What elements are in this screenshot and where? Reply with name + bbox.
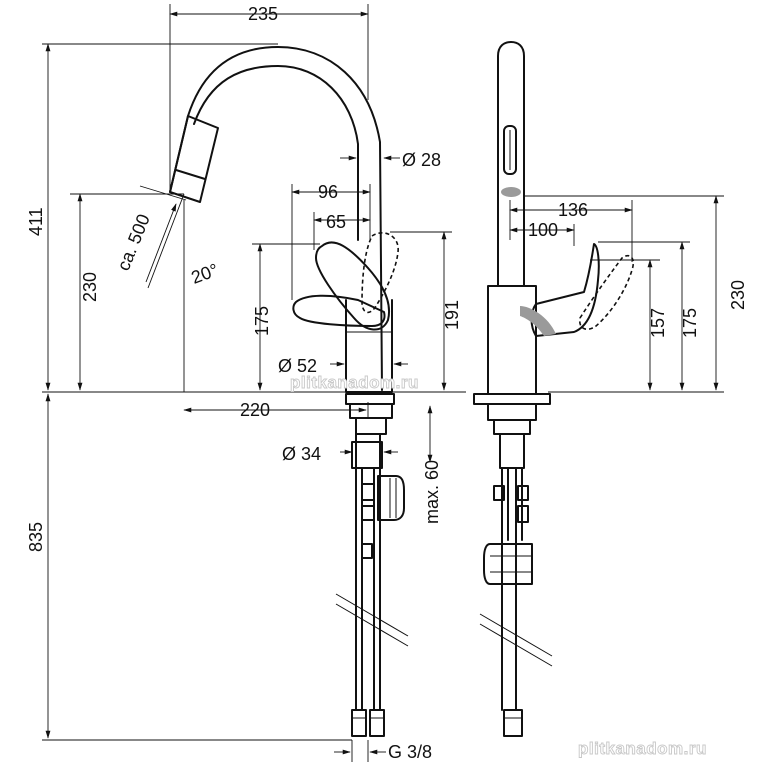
lever-closed <box>315 241 390 331</box>
hose-weight <box>377 475 405 521</box>
side-dimensions <box>509 195 724 393</box>
front-dimensions <box>42 4 466 762</box>
dim-411-label: 411 <box>26 207 46 236</box>
front-view <box>169 46 409 737</box>
lever-base <box>292 294 386 327</box>
side-lever-closed <box>530 243 600 337</box>
side-lever-open-dashed <box>578 254 635 331</box>
side-spout <box>497 41 525 287</box>
dim-175-right-label: 175 <box>680 308 700 338</box>
watermark-center: plitkanadom.ru <box>290 373 419 392</box>
ca500-label: ca. 500 <box>113 211 154 273</box>
dim-191-label: 191 <box>442 300 462 330</box>
dim-52-label: Ø 52 <box>278 356 317 376</box>
dim-136-label: 136 <box>558 200 588 220</box>
dim-175-left-label: 175 <box>252 306 272 336</box>
side-view <box>473 41 635 737</box>
dim-235-label: 235 <box>248 4 278 24</box>
watermark-bottom: plitkanadom.ru <box>578 739 707 758</box>
side-body <box>487 285 537 395</box>
dim-34-label: Ø 34 <box>282 444 321 464</box>
base-plate <box>345 393 395 405</box>
dim-100-label: 100 <box>528 220 558 240</box>
dim-230-left-label: 230 <box>80 272 100 302</box>
dim-220-label: 220 <box>240 400 270 420</box>
dim-96-label: 96 <box>318 182 338 202</box>
spout-arc <box>169 46 383 391</box>
dim-835-label: 835 <box>26 522 46 552</box>
side-hose-weight <box>483 543 533 585</box>
spray-head <box>169 115 219 203</box>
max60-label: max. 60 <box>422 460 442 524</box>
dim-65-label: 65 <box>326 212 346 232</box>
dim-157-label: 157 <box>648 308 668 338</box>
spray-nozzle <box>501 187 521 197</box>
angle-20-label: 20° <box>189 260 221 288</box>
g38-label: G 3/8 <box>388 742 432 762</box>
dim-28-label: Ø 28 <box>402 150 441 170</box>
mounting-shank <box>355 433 381 469</box>
dim-230-right-label: 230 <box>728 280 748 310</box>
